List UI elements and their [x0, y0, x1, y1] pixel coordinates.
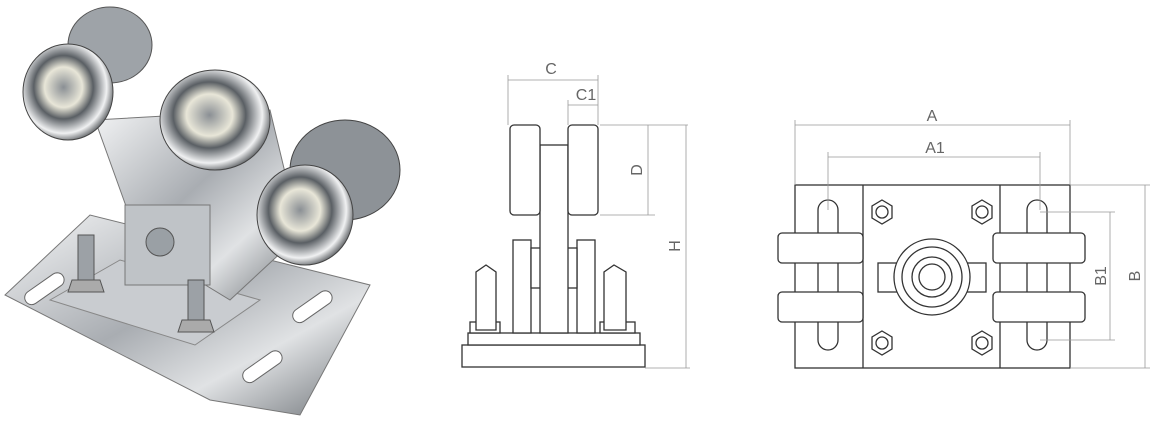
nut-icon: [971, 199, 993, 225]
dimension-line: [567, 100, 598, 125]
dimension-c1: C1: [567, 87, 598, 125]
dim-label-a: A: [927, 108, 938, 125]
roller-wheel: [777, 232, 864, 264]
bearing-ring: [918, 263, 946, 291]
dimension-a: A: [794, 108, 1071, 185]
center-column: [539, 144, 569, 334]
dimension-line: [645, 125, 690, 369]
bracket-side: [512, 239, 532, 334]
roller-wheel: [159, 69, 271, 171]
roller-wheel: [567, 124, 599, 216]
nut-bore: [875, 336, 889, 350]
dim-label-d: D: [629, 164, 646, 176]
dimension-line: [827, 152, 1041, 210]
pivot-bolt: [145, 227, 175, 257]
dimension-line: [1070, 184, 1150, 369]
product-photo: [4, 6, 401, 416]
dimension-d: D: [600, 124, 688, 216]
roller-wheel: [992, 291, 1086, 323]
clamp-plate: [467, 332, 641, 346]
center-block-outline: [862, 185, 1001, 368]
dimension-b1: B1: [1040, 211, 1115, 341]
nut-bore: [975, 205, 989, 219]
nut-icon: [971, 330, 993, 356]
base-plate: [461, 344, 646, 368]
mounting-slot: [242, 350, 283, 384]
stud-bolt: [77, 234, 95, 286]
dimension-h: H: [645, 125, 690, 369]
roller-wheel: [256, 164, 354, 266]
dim-label-h: H: [667, 240, 684, 252]
dim-label-a1: A1: [925, 140, 945, 157]
roller-wheel: [992, 232, 1086, 264]
nut-bore: [975, 336, 989, 350]
nut-bore: [875, 205, 889, 219]
dim-label-b: B: [1127, 271, 1144, 282]
dimension-b: B: [1070, 184, 1150, 369]
side-view-drawing: C C1 D H: [461, 61, 690, 369]
dim-label-b1: B1: [1093, 266, 1110, 286]
nut: [177, 319, 215, 333]
mounting-slot: [292, 290, 333, 324]
dimension-line: [1040, 211, 1115, 341]
roller-wheel: [777, 291, 864, 323]
mounting-slot: [1026, 199, 1048, 351]
stud-bolt: [603, 264, 627, 331]
dim-label-c: C: [545, 61, 557, 78]
mounting-slot: [24, 272, 65, 306]
center-bearing: [893, 238, 971, 316]
mounting-slot: [817, 199, 839, 351]
nut: [67, 279, 105, 293]
dimension-a1: A1: [827, 140, 1041, 210]
top-view-drawing: A A1 B1 B: [777, 108, 1150, 369]
stud-bolt: [187, 279, 205, 326]
roller-wheel: [22, 43, 114, 141]
dimension-line: [600, 124, 688, 216]
dimension-line: [794, 120, 1071, 185]
dim-label-c1: C1: [576, 87, 597, 104]
dimension-c: C: [507, 61, 599, 125]
stud-bolt: [475, 264, 497, 331]
roller-wheel: [509, 124, 541, 216]
dimension-line: [507, 75, 599, 125]
nut-icon: [871, 199, 893, 225]
bracket-side: [576, 239, 596, 334]
nut-icon: [871, 330, 893, 356]
